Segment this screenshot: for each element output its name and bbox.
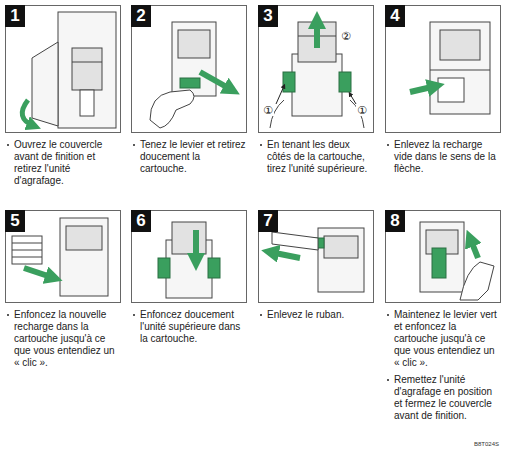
step-panel: 8Maintenez le levier vert et enfoncez la… (385, 210, 503, 422)
callout-number: ② (340, 30, 352, 42)
panel-frame: 5 (5, 210, 121, 303)
step-panel: 1Ouvrez le couvercle avant de finition e… (5, 5, 123, 187)
figure-code: B8T024S (474, 441, 499, 448)
step-caption: Enfoncez doucement l'unité supérieure da… (131, 309, 248, 345)
step-caption: Maintenez le levier vert et enfoncez la … (385, 309, 502, 369)
step-number-text: 6 (136, 211, 145, 230)
caption-block: Maintenez le levier vert et enfoncez la … (385, 309, 503, 422)
step-number-text: 3 (263, 6, 272, 25)
caption-block: Ouvrez le couvercle avant de finition et… (5, 139, 123, 187)
step-number-text: 2 (136, 6, 145, 25)
step-panel: 6Enfoncez doucement l'unité supérieure d… (131, 210, 249, 345)
caption-block: En tenant les deux côtés de la cartouche… (258, 139, 376, 175)
step-number-text: 4 (390, 6, 399, 25)
caption-block: Enfoncez la nouvelle recharge dans la ca… (5, 309, 123, 369)
step-panel: 4Enlevez la recharge vide dans le sens d… (385, 5, 503, 175)
step-number: 4 (385, 5, 405, 27)
step-number-text: 7 (263, 211, 272, 230)
panel-frame: 1 (5, 5, 121, 133)
panel-frame: 8 (385, 210, 501, 303)
step-panel: 2Tenez le levier et retirez doucement la… (131, 5, 249, 175)
step-number: 8 (385, 210, 405, 232)
caption-block: Enlevez le ruban. (258, 309, 376, 321)
panel-frame: 4 (385, 5, 501, 133)
step-number-text: 8 (390, 211, 399, 230)
step-panel: 5Enfoncez la nouvelle recharge dans la c… (5, 210, 123, 369)
step-caption: Enlevez le ruban. (258, 309, 375, 321)
step-number: 5 (5, 210, 25, 232)
step-number: 7 (258, 210, 278, 232)
callout-number: ① (262, 104, 274, 116)
step-number: 6 (131, 210, 151, 232)
step-caption: Remettez l'unité d'agrafage en position … (385, 374, 502, 422)
panel-frame: 7 (258, 210, 374, 303)
step-number: 2 (131, 5, 151, 27)
panel-frame: 2 (131, 5, 247, 133)
step-panel: 7Enlevez le ruban. (258, 210, 376, 321)
step-number-text: 1 (10, 6, 19, 25)
step-number: 1 (5, 5, 25, 27)
step-panel: 3 En tenant les deux côtés de la cartouch… (258, 5, 376, 175)
step-caption: Enfoncez la nouvelle recharge dans la ca… (5, 309, 122, 369)
caption-block: Tenez le levier et retirez doucement la … (131, 139, 249, 175)
caption-block: Enfoncez doucement l'unité supérieure da… (131, 309, 249, 345)
step-caption: En tenant les deux côtés de la cartouche… (258, 139, 375, 175)
caption-block: Enlevez la recharge vide dans le sens de… (385, 139, 503, 175)
panel-frame: 6 (131, 210, 247, 303)
callout-number: ① (356, 104, 368, 116)
step-caption: Tenez le levier et retirez doucement la … (131, 139, 248, 175)
step-caption: Ouvrez le couvercle avant de finition et… (5, 139, 122, 187)
step-number-text: 5 (10, 211, 19, 230)
step-number: 3 (258, 5, 278, 27)
step-caption: Enlevez la recharge vide dans le sens de… (385, 139, 502, 175)
